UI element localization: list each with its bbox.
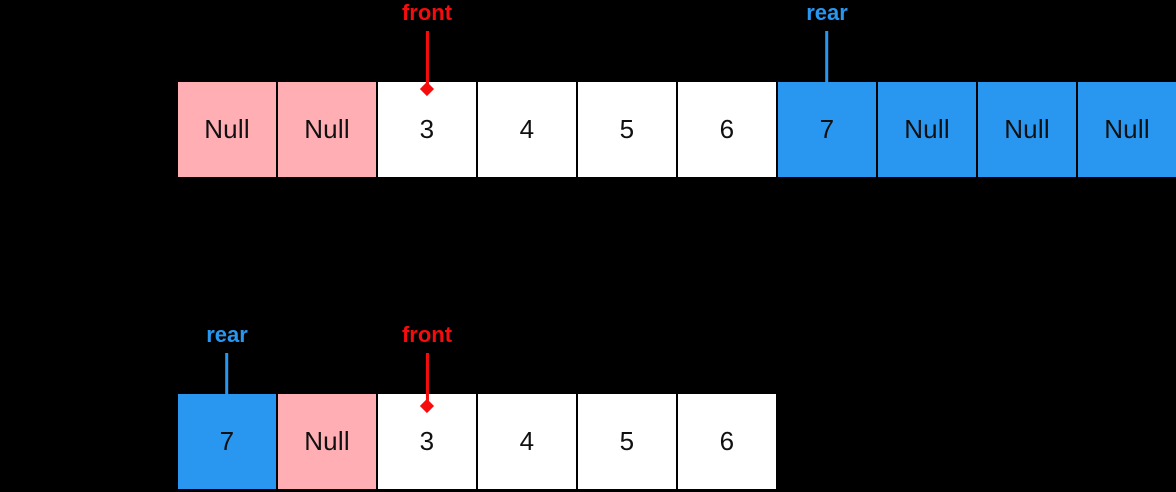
queue-cell: Null xyxy=(277,81,377,178)
queue-cell: 4 xyxy=(477,393,577,490)
pointer-line xyxy=(225,353,229,398)
cell-value: 4 xyxy=(519,426,535,456)
rear-pointer-label: rear xyxy=(206,322,248,347)
cell-value: Null xyxy=(304,426,350,456)
queue-cell: 3 xyxy=(377,393,477,490)
queue-cell: Null xyxy=(177,81,277,178)
queue-array-bottom: 7 Null 3 4 5 6 xyxy=(177,393,777,490)
front-pointer-label: front xyxy=(401,322,453,347)
queue-array-top: Null Null 3 4 5 6 7 Null Null Null xyxy=(177,81,1176,178)
pointer-line xyxy=(425,31,429,86)
rear-pointer: rear xyxy=(206,324,248,398)
queue-cell: 6 xyxy=(677,393,777,490)
queue-cell: 5 xyxy=(577,393,677,490)
queue-cell: 5 xyxy=(577,81,677,178)
pointer-line xyxy=(825,31,829,84)
queue-cell: 6 xyxy=(677,81,777,178)
cell-value: 4 xyxy=(519,114,535,144)
rear-pointer: rear xyxy=(806,2,848,84)
cell-value: Null xyxy=(904,114,950,144)
front-pointer-label: front xyxy=(401,0,453,25)
queue-cell: 7 xyxy=(177,393,277,490)
queue-cell: Null xyxy=(877,81,977,178)
cell-value: Null xyxy=(304,114,350,144)
cell-value: Null xyxy=(1104,114,1150,144)
rear-pointer-label: rear xyxy=(806,0,848,25)
cell-value: 3 xyxy=(419,426,435,456)
queue-cell: 7 xyxy=(777,81,877,178)
queue-cell: Null xyxy=(277,393,377,490)
cell-value: 3 xyxy=(419,114,435,144)
cell-value: Null xyxy=(1004,114,1050,144)
cell-value: 6 xyxy=(719,114,735,144)
cell-value: 7 xyxy=(819,114,835,144)
cell-value: 5 xyxy=(619,426,635,456)
queue-cell: Null xyxy=(977,81,1077,178)
queue-cell: Null xyxy=(1077,81,1176,178)
queue-cell: 4 xyxy=(477,81,577,178)
cell-value: 5 xyxy=(619,114,635,144)
cell-value: 6 xyxy=(719,426,735,456)
cell-value: Null xyxy=(204,114,250,144)
cell-value: 7 xyxy=(219,426,235,456)
queue-cell: 3 xyxy=(377,81,477,178)
